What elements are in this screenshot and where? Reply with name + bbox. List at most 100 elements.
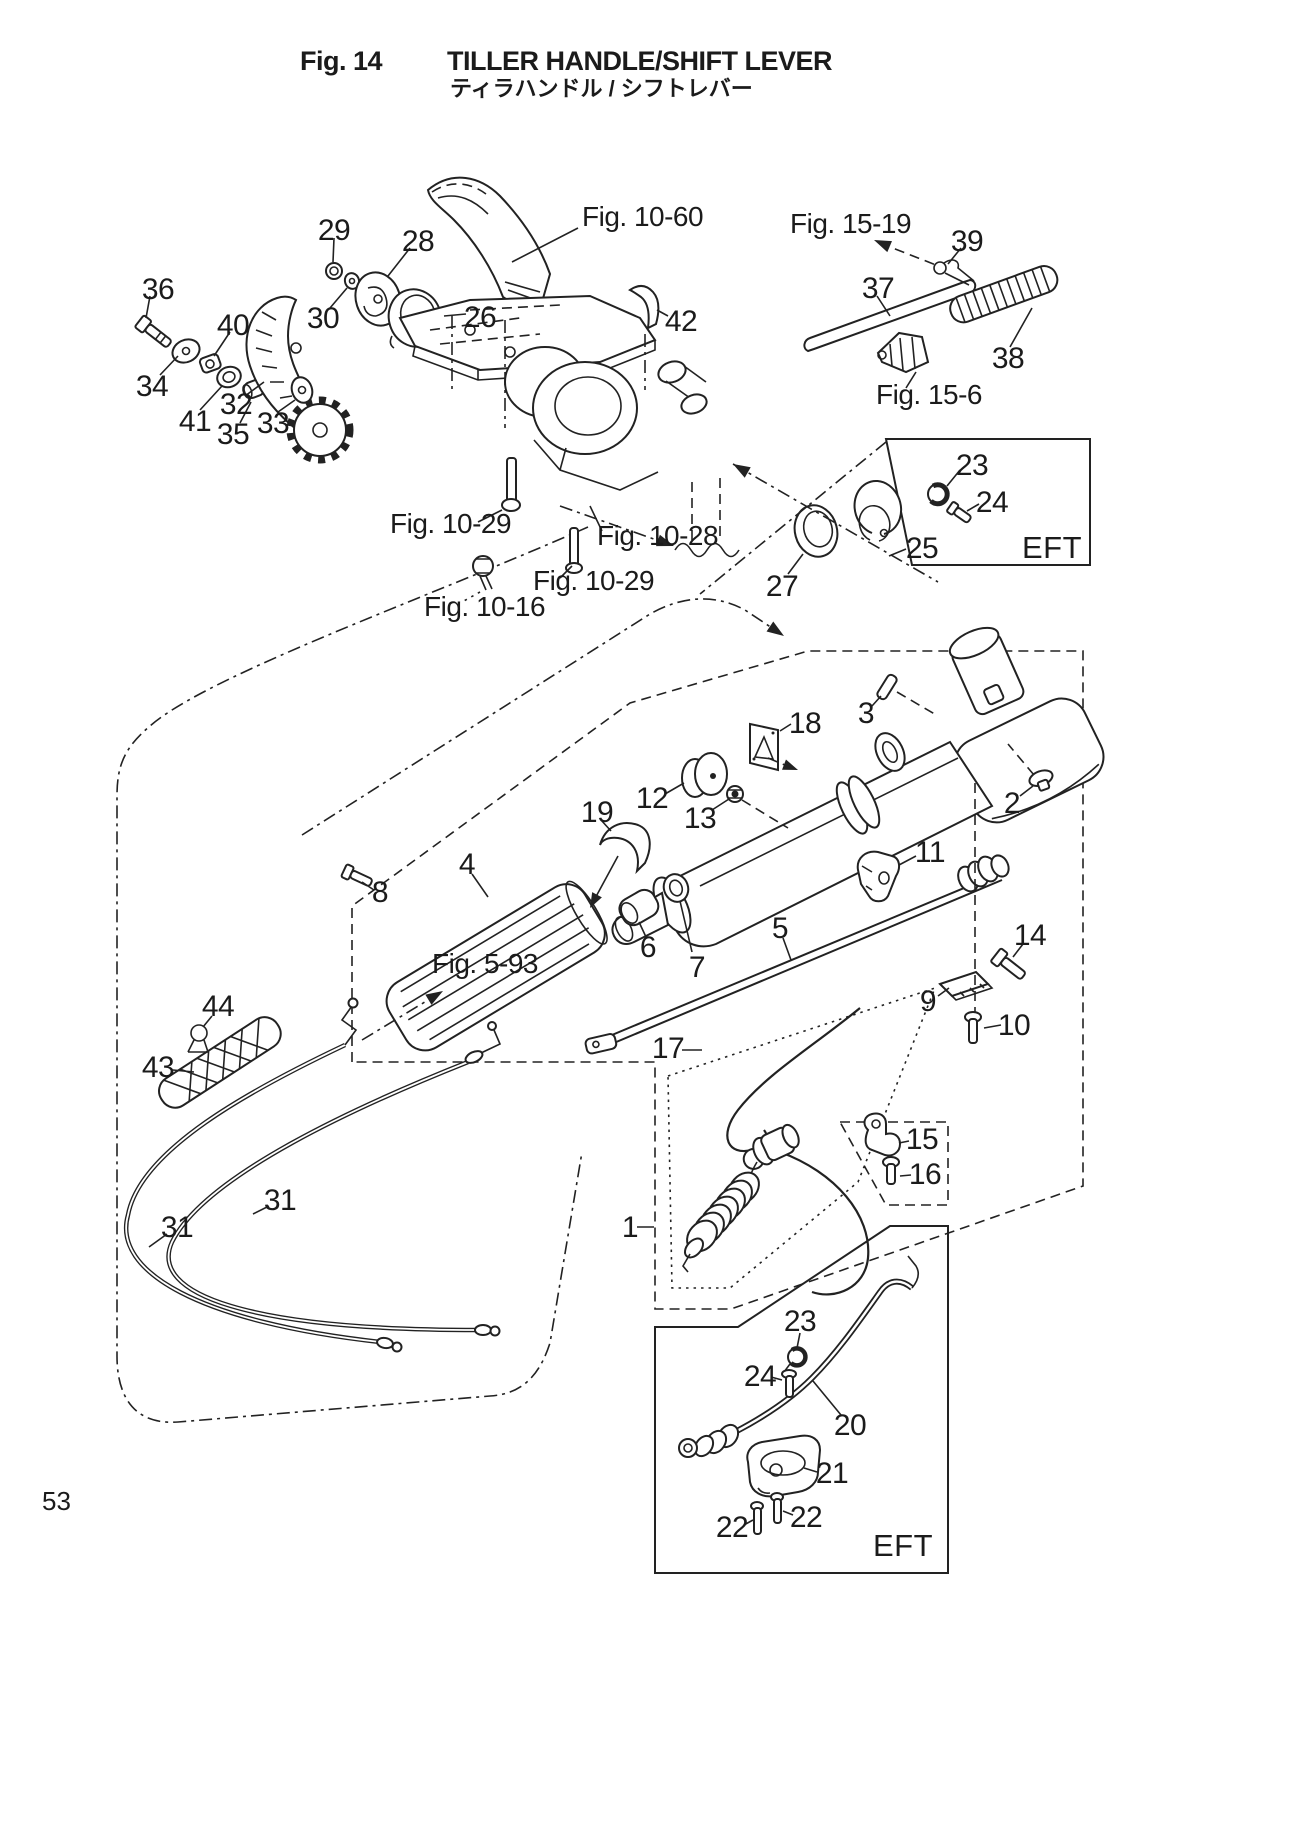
eft-label-top: EFT [1022,530,1082,565]
page-title-japanese: ティラハンドル / シフトレバー [450,76,753,101]
bracket-tray-21-drawing [746,1434,822,1498]
part-alignment-dashes [741,691,1035,1012]
part-label-20: 20 [834,1409,866,1442]
leader-lines [145,227,1034,1526]
cable-20-inner [734,1280,913,1434]
part-label-27: 27 [766,570,798,603]
part-label-26: 26 [464,301,496,334]
part-label-30: 30 [307,302,339,335]
part-label-44: 44 [202,990,234,1023]
part-label-1: 1 [622,1211,638,1244]
washer-34-hole [181,346,191,356]
bolt-fig10-29b-drawing [565,527,583,574]
fig10-16-dotted-leader [461,591,481,603]
nut-29-drawing [325,262,343,280]
part-label-18: 18 [789,707,821,740]
transition-arrow-icon [655,534,674,547]
cable-31-b-outer [166,1059,479,1333]
part-label-23-bottom: 23 [784,1305,816,1338]
assembly-boundaries [116,526,1084,1423]
part-label-31-b: 31 [161,1211,193,1244]
lanyard-coil-drawing [686,1171,760,1253]
part19-arrow-icon [590,892,602,908]
friction-knob-12-drawing [681,752,728,798]
fitting-fig10-16-drawing [472,555,494,591]
part-label-2: 2 [1004,787,1020,820]
part-label-17: 17 [652,1032,684,1065]
part-label-22-b: 22 [790,1501,822,1534]
shift-lever-32-drawing [245,295,354,464]
part-label-39: 39 [951,225,983,258]
cable-20-outer [733,1278,914,1435]
washer-30-hole [348,277,356,285]
washer-34-drawing [171,338,201,364]
bolt-36-drawing [134,314,172,348]
fig-ref-10-29-b: Fig. 10-29 [533,565,654,596]
page-title: TILLER HANDLE/SHIFT LEVER [447,46,832,76]
stop-switch-lanyard-assembly [682,1007,902,1296]
part-label-4: 4 [459,848,475,881]
warning-label-18-drawing [749,722,779,772]
washer-30-drawing [343,272,361,290]
shift-lever-cluster [134,262,443,464]
curved-transition-line [301,598,779,836]
cable-sleeve-43-drawing [158,1016,282,1109]
part-label-33: 33 [257,407,289,440]
shift-cam-cone-drawing [876,331,930,374]
tube-alignment-lines [451,316,646,428]
part-label-7: 7 [689,951,705,984]
grip-half-19-drawing [599,822,651,875]
cable-31-a-inner [125,1044,381,1343]
eft-bottom-parts [678,1255,920,1535]
part-label-5: 5 [772,912,788,945]
bolt-fig10-29a-drawing [501,457,521,512]
eft-label-bottom: EFT [873,1528,933,1563]
part-label-24-bottom: 24 [744,1360,776,1393]
tiller-handle-assembly [340,626,1105,1055]
header: Fig. 14 TILLER HANDLE/SHIFT LEVER ティラハンド… [300,46,833,101]
handle-arm-highlight [699,757,959,887]
cable-end-fittings [340,997,502,1353]
cable-20-end-fitting [678,1423,740,1458]
eft-box-top-frame [884,438,1091,566]
fig5-93-line [361,993,439,1041]
eft-box-bottom-frame [654,1225,949,1574]
part-label-37: 37 [862,272,894,305]
cable-20-hook [907,1255,920,1289]
bolt-22-b-drawing [770,1492,784,1524]
cable-clamp-23-bottom-drawing [783,1346,808,1373]
tiller-cover-tube-drawing [426,176,552,312]
washer-33-drawing [290,376,314,404]
part-label-16: 16 [909,1158,941,1191]
assembly-lines [301,240,1035,1041]
part-label-38: 38 [992,342,1024,375]
handle-grip-4-drawing [385,880,608,1052]
part-label-35: 35 [217,418,249,451]
figure-number: Fig. 14 [300,46,383,76]
tube-collar-drawing [835,775,881,835]
part-label-32: 32 [220,388,252,421]
clamp-44-drawing [187,1024,209,1053]
part-label-12: 12 [636,782,668,815]
switch-plug-drawing [742,1123,800,1170]
transition-line [559,505,669,545]
fig-ref-10-16: Fig. 10-16 [424,591,545,622]
part-label-13: 13 [684,802,716,835]
fig15-19-line [879,242,937,266]
fig5-93-arrow-icon [425,991,443,1005]
grommet-42-drawing [628,285,660,330]
part-label-22-a: 22 [716,1511,748,1544]
bolt-22-a-drawing [750,1501,764,1535]
curved-transition-arrow-icon [766,621,784,636]
ring-41-hole [222,371,236,383]
part-label-31-a: 31 [264,1184,296,1217]
fig-ref-10-60: Fig. 10-60 [582,201,703,232]
part-label-19: 19 [581,796,613,829]
handle-assembly-boundary [351,650,1084,1310]
bolt-24-top-drawing [946,501,972,524]
bushing-6-drawing [618,888,660,927]
bolt-10-drawing [964,1011,982,1044]
label18-arrow-icon [782,759,798,770]
